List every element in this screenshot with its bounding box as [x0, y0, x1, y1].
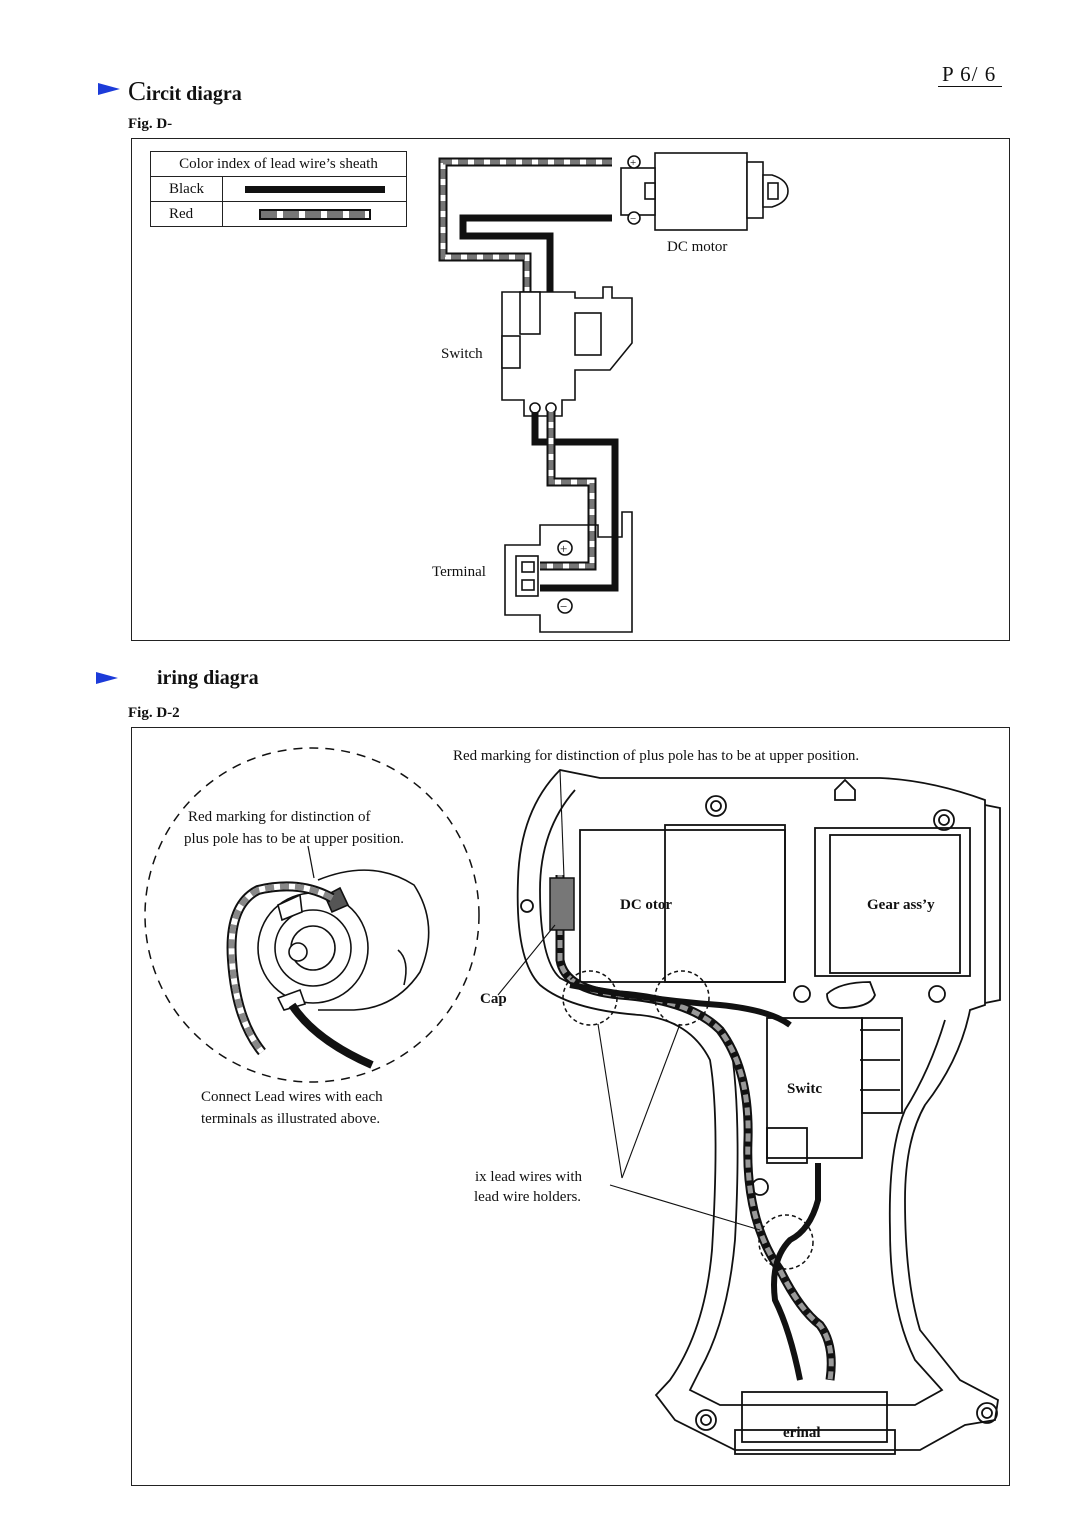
red-marking-block	[549, 877, 575, 931]
switch-icon	[501, 286, 633, 417]
gear-assy-callout: Gear ass’y	[867, 897, 935, 913]
svg-text:−: −	[630, 213, 636, 225]
dc-motor-callout: DC otor	[620, 897, 673, 913]
circuit-diagram-drawing: + − + −	[438, 152, 789, 633]
inset-black-wire	[288, 1002, 374, 1069]
inset-pointer-line	[307, 845, 315, 879]
top-red-marking-note: Red marking for distinction of plus pole…	[453, 748, 860, 764]
terminal-label: Terminal	[432, 564, 486, 580]
svg-text:+: +	[560, 541, 567, 556]
connect-note-line2: terminals as illustrated above.	[201, 1111, 381, 1127]
dc-motor-label: DC motor	[667, 239, 728, 255]
cap-callout: Cap	[480, 991, 507, 1007]
dc-motor-icon: + −	[620, 152, 789, 231]
fix-note-line2: lead wire holders.	[474, 1189, 582, 1205]
inset-detail-circle	[144, 747, 480, 1083]
figure-label-d: Fig. D-	[128, 116, 173, 132]
leader-lines	[497, 769, 761, 1231]
figure-label-d2: Fig. D-2	[128, 705, 180, 721]
section-arrow-icon	[96, 672, 118, 684]
black-wire-switch-terminal	[531, 412, 619, 592]
red-wire-motor-switch	[438, 157, 612, 292]
black-wire-sample	[244, 185, 385, 193]
inset-note-line2: plus pole has to be at upper position.	[184, 831, 404, 847]
red-wire-sample	[258, 208, 371, 220]
wire-holder-circle-2	[654, 970, 710, 1026]
terminal-icon: + −	[504, 511, 633, 633]
title-initial: C	[128, 76, 147, 106]
legend-header: Color index of lead wire’s sheath	[179, 156, 378, 172]
wire-color-legend: Color index of lead wire’s sheath Black …	[150, 151, 407, 227]
red-wire-switch-terminal	[540, 412, 597, 571]
fix-note-line1: ix lead wires with	[475, 1169, 583, 1185]
inset-motor-end-icon	[257, 869, 430, 1011]
wiring-diagram-title: iring diagra	[157, 667, 259, 689]
inset-note-line1: Red marking for distinction of	[188, 809, 371, 825]
connect-note-line1: Connect Lead wires with each	[201, 1089, 383, 1105]
svg-text:+: +	[630, 157, 636, 169]
legend-name: Red	[151, 202, 223, 226]
legend-row-black: Black	[151, 176, 406, 201]
title-rest: ircit diagra	[146, 83, 242, 105]
drill-black-wire	[569, 982, 821, 1381]
section-arrow-icon	[98, 83, 120, 95]
drill-housing-outline	[516, 769, 1001, 1455]
legend-name: Black	[151, 177, 223, 201]
svg-text:−: −	[560, 599, 567, 614]
wire-holder-circle-3	[758, 1214, 814, 1270]
circuit-diagram-title: Circit diagra	[128, 76, 242, 107]
page-number: P 6/ 6	[938, 62, 1003, 87]
switch-callout: Switc	[787, 1081, 822, 1097]
legend-row-red: Red	[151, 201, 406, 226]
terminal-callout: erinal	[783, 1425, 821, 1441]
wire-holder-circle-1	[562, 970, 618, 1026]
wiring-diagram-frame	[131, 727, 1010, 1486]
circuit-diagram-frame	[131, 138, 1010, 641]
black-wire-motor-switch	[459, 214, 612, 292]
inset-red-wire	[226, 881, 335, 1056]
switch-label: Switch	[441, 346, 483, 362]
